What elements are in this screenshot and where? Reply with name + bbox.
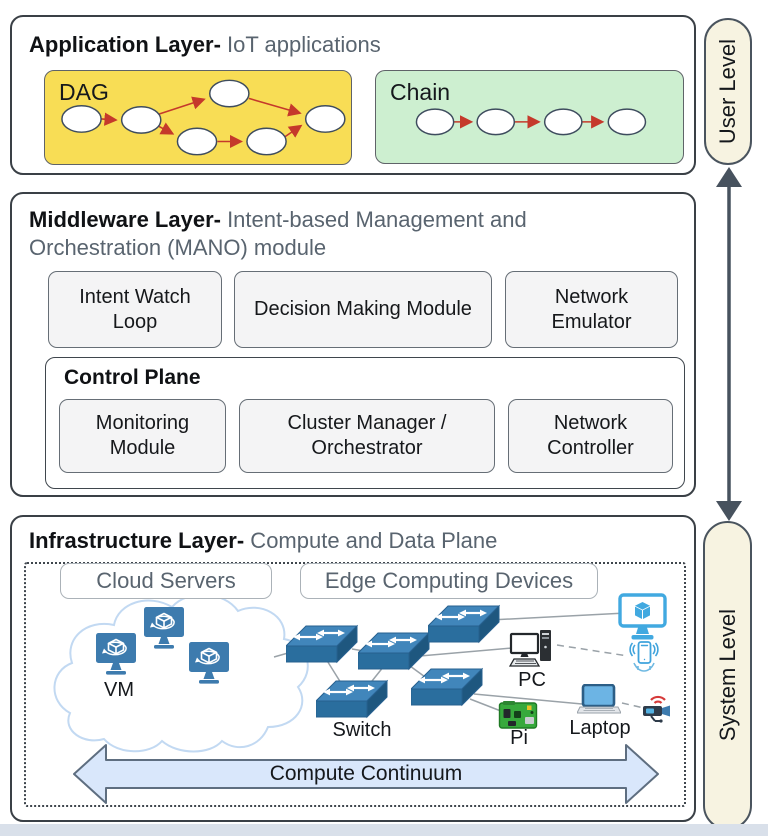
laptop-label: Laptop (569, 717, 631, 739)
task-node (120, 105, 162, 134)
module-monitoring: Monitoring Module (59, 399, 226, 473)
task-nodes (415, 108, 647, 136)
edge-devices-label: Edge Computing Devices (300, 563, 598, 599)
module-intent-watch-loop: Intent Watch Loop (48, 271, 222, 348)
infrastructure-layer: Infrastructure Layer- Compute and Data P… (10, 515, 696, 822)
module-network-emulator: Network Emulator (505, 271, 678, 348)
module-network-controller: Network Controller (508, 399, 673, 473)
compute-continuum-label: Compute Continuum (269, 762, 463, 785)
middleware-layer: Middleware Layer- Intent-based Managemen… (10, 192, 696, 497)
switch-icon (316, 679, 388, 719)
raspberry-pi-icon (498, 700, 538, 729)
link-switch5-laptop (473, 693, 583, 705)
infrastructure-layer-title-rest: Compute and Data Plane (244, 528, 498, 553)
level-double-arrow (716, 167, 742, 521)
task-node (415, 108, 455, 136)
chain-graph (415, 108, 647, 136)
switch-icon (358, 631, 430, 671)
pc-label: PC (518, 669, 546, 691)
camera-icon (641, 695, 672, 723)
module-decision-making: Decision Making Module (234, 271, 492, 348)
task-node (246, 127, 287, 156)
pc-icon (509, 629, 553, 668)
task-node (61, 105, 102, 133)
bottom-edge-strip (0, 824, 768, 836)
link-laptop-camera (621, 702, 645, 709)
application-layer-title-rest: IoT applications (220, 32, 381, 57)
task-node (209, 79, 250, 108)
switch-icon (428, 604, 500, 644)
application-layer-title-bold: Application Layer- (29, 32, 221, 57)
arrowhead-up-icon (716, 167, 742, 187)
switch-icon (286, 624, 358, 664)
dependency-arrows (101, 96, 303, 149)
middleware-layer-title-bold: Middleware Layer- (29, 207, 221, 232)
dag-label: DAG (59, 79, 109, 105)
infrastructure-layer-title-bold: Infrastructure Layer- (29, 528, 245, 553)
compute-continuum-arrow (73, 744, 659, 804)
laptop-icon (577, 684, 621, 715)
link-pc-phone (556, 644, 629, 657)
edge-vm-monitor-icon (618, 593, 667, 642)
switch-label: Switch (332, 719, 392, 741)
infrastructure-topology (53, 593, 672, 804)
control-plane-title: Control Plane (64, 366, 201, 389)
middleware-layer-title: Middleware Layer- Intent-based Managemen… (29, 206, 629, 262)
task-node (607, 108, 647, 136)
system-level-pill: System Level (703, 521, 752, 830)
middleware-layer-title-rest: Intent-based Management and Orchestratio… (29, 207, 527, 261)
dag-panel: DAG (44, 70, 352, 165)
system-level-label: System Level (714, 609, 740, 742)
smartphone-icon (629, 641, 659, 672)
chain-panel: Chain (375, 70, 684, 164)
task-node (176, 127, 218, 156)
pi-label: Pi (510, 727, 528, 749)
user-level-label: User Level (715, 38, 740, 145)
user-level-pill: User Level (704, 18, 752, 165)
task-node (304, 105, 346, 133)
application-layer: Application Layer- IoT applications (10, 15, 696, 175)
link-switch2-pc (419, 647, 513, 657)
link-switch4-edge-vm (489, 612, 627, 621)
chain-label: Chain (390, 79, 451, 105)
cloud-servers-label: Cloud Servers (60, 563, 272, 599)
arrowhead-down-icon (716, 501, 742, 521)
dag-graph (61, 79, 346, 156)
task-node (476, 108, 516, 136)
application-layer-title: Application Layer- IoT applications (29, 31, 381, 59)
task-nodes (61, 79, 346, 156)
task-node (543, 108, 583, 136)
module-cluster-manager: Cluster Manager / Orchestrator (239, 399, 495, 473)
control-plane: Control Plane Monitoring Module Cluster … (45, 357, 685, 489)
vm-label: VM (104, 679, 134, 701)
infrastructure-layer-title: Infrastructure Layer- Compute and Data P… (29, 527, 497, 555)
